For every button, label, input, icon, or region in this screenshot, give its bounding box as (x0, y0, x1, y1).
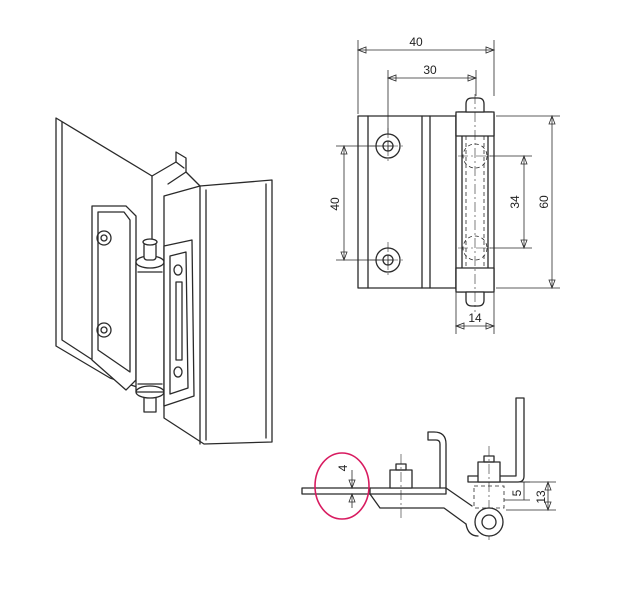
dim-side-thickness: 4 (336, 464, 350, 471)
highlight-circle (314, 452, 370, 520)
dim-overall-width: 40 (409, 35, 423, 49)
dim-pin-spacing: 34 (508, 195, 522, 209)
side-view: 5 13 4 (301, 397, 556, 540)
dim-side-offset: 5 (510, 489, 524, 496)
dim-offset-width: 30 (423, 63, 437, 77)
dim-overall-height: 60 (537, 195, 551, 209)
isometric-view (55, 117, 273, 445)
dim-knuckle-width: 14 (468, 311, 482, 325)
front-view: 40 30 40 34 60 14 (328, 35, 560, 334)
dim-hole-spacing: 40 (328, 197, 342, 211)
dim-side-height: 13 (534, 490, 548, 504)
